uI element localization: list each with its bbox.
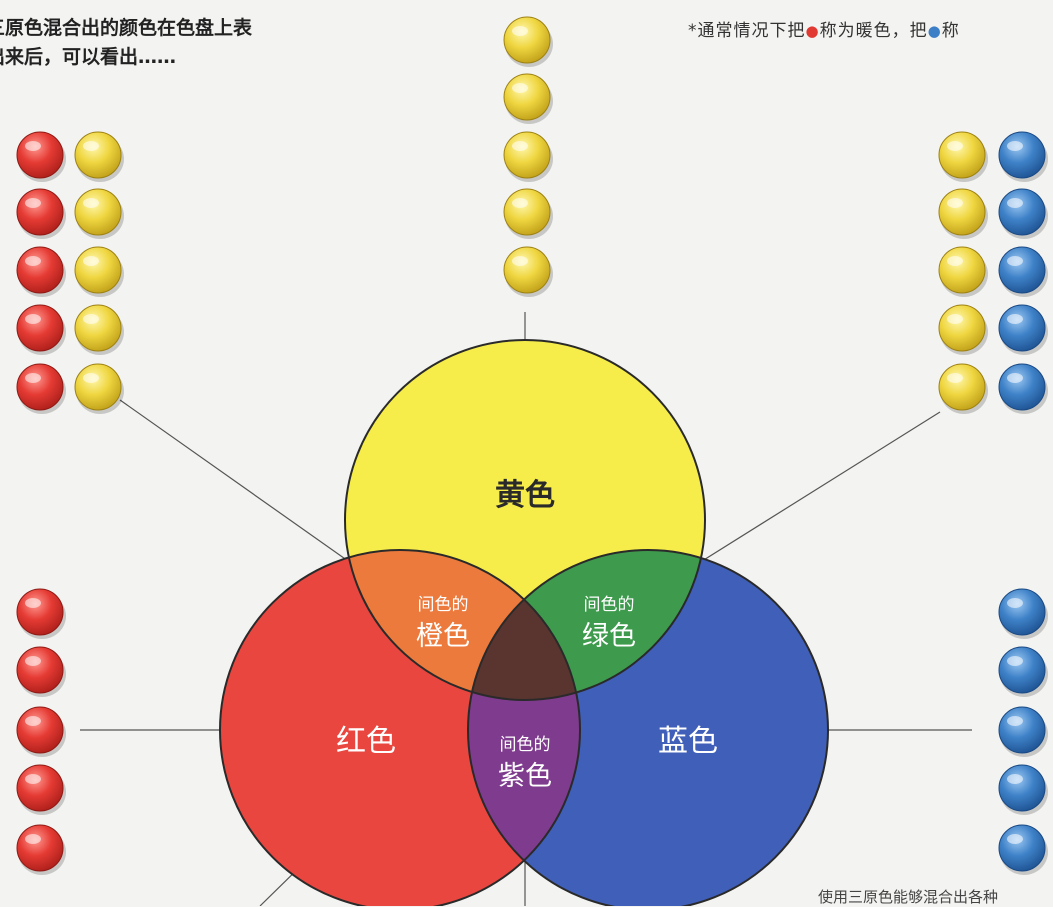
orange-name: 橙色: [416, 621, 470, 652]
intro-line-2: 出来后，可以看出……: [0, 46, 177, 68]
green-caption: 间色的: [584, 595, 635, 615]
blue-paint-bead: [998, 363, 1048, 414]
green-name: 绿色: [582, 621, 636, 652]
blue-paint-bead: [998, 188, 1048, 239]
intro-text: 三原色混合出的颜色在色盘上表 出来后，可以看出……: [0, 14, 346, 72]
connector-line-orange: [119, 399, 376, 581]
blue-paint-bead: [998, 588, 1048, 639]
yellow-paint-bead: [503, 16, 553, 67]
blue-paint-bead: [998, 646, 1048, 697]
footer-text: 使用三原色能够混合出各种: [818, 888, 999, 906]
blue-paint-bead: [998, 304, 1048, 355]
purple-name: 紫色: [498, 761, 552, 792]
intro-line-1: 三原色混合出的颜色在色盘上表: [0, 17, 253, 39]
yellow-paint-bead: [938, 188, 988, 239]
connector-line-green: [674, 411, 941, 579]
blue-outline: [467, 549, 829, 906]
red-paint-bead: [16, 588, 66, 639]
note-prefix: *通常情况下把: [688, 21, 806, 41]
red-paint-bead: [16, 706, 66, 757]
red-paint-bead: [16, 246, 66, 297]
blue-paint-bead: [998, 706, 1048, 757]
yellow-paint-bead: [503, 246, 553, 297]
blue-paint-bead: [998, 824, 1048, 875]
green-overlap: [468, 550, 705, 700]
warm-cool-note: *通常情况下把●称为暖色，把●称: [688, 16, 960, 41]
yellow-label: 黄色: [495, 478, 555, 513]
yellow-paint-bead: [74, 246, 124, 297]
yellow-paint-bead: [938, 246, 988, 297]
cool-dot-icon: ●: [927, 22, 942, 40]
yellow-paint-bead: [74, 188, 124, 239]
yellow-paint-bead: [938, 131, 988, 182]
blue-paint-bead: [998, 131, 1048, 182]
red-label: 红色: [336, 724, 396, 759]
red-paint-bead: [16, 131, 66, 182]
yellow-paint-bead: [74, 131, 124, 182]
yellow-paint-bead: [938, 304, 988, 355]
blue-label: 蓝色: [658, 724, 718, 759]
yellow-paint-bead: [938, 363, 988, 414]
note-middle: 称为暖色，把: [819, 21, 928, 41]
yellow-paint-bead: [503, 188, 553, 239]
orange-overlap: [345, 550, 580, 700]
purple-caption: 间色的: [500, 735, 551, 755]
red-paint-bead: [16, 764, 66, 815]
yellow-outline: [344, 339, 706, 701]
yellow-paint-bead: [503, 73, 553, 124]
red-paint-bead: [16, 824, 66, 875]
blue-paint-bead: [998, 246, 1048, 297]
blue-paint-bead: [998, 764, 1048, 815]
warm-dot-icon: ●: [805, 22, 820, 40]
orange-caption: 间色的: [418, 595, 469, 615]
paint-bead-groups: [16, 16, 1048, 875]
yellow-paint-bead: [74, 304, 124, 355]
yellow-paint-bead: [503, 131, 553, 182]
red-paint-bead: [16, 646, 66, 697]
red-outline: [219, 549, 581, 906]
note-suffix: 称: [941, 21, 960, 41]
red-paint-bead: [16, 363, 66, 414]
red-paint-bead: [16, 304, 66, 355]
yellow-paint-bead: [74, 363, 124, 414]
red-paint-bead: [16, 188, 66, 239]
